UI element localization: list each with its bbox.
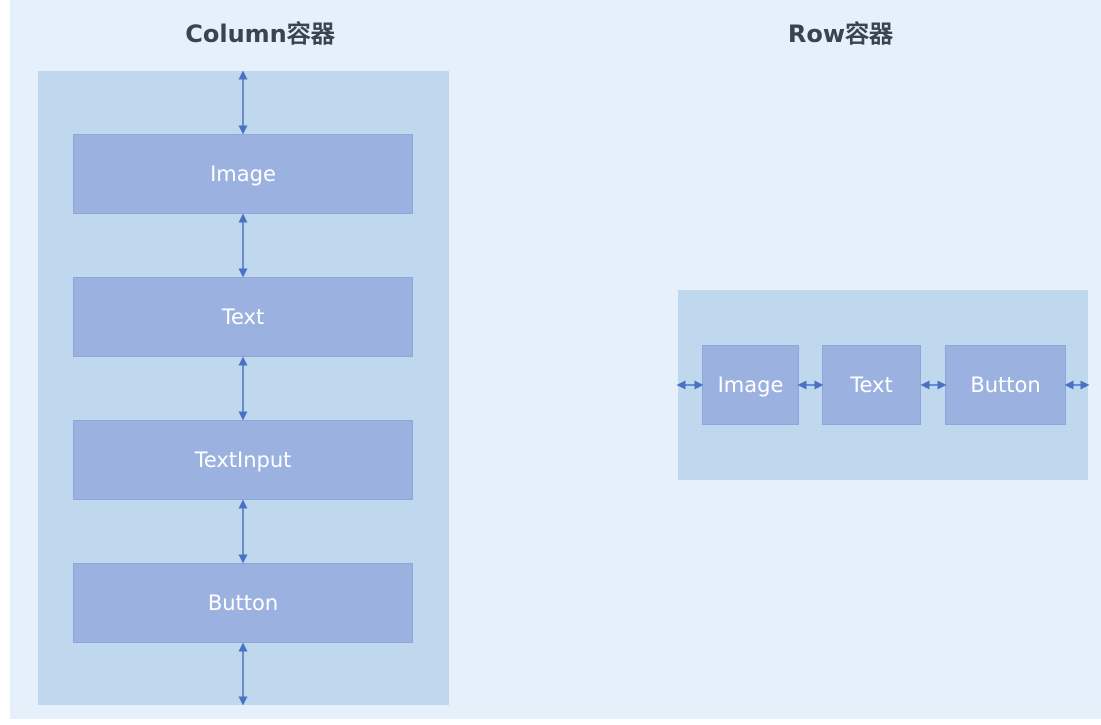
row-container: Image Text Button xyxy=(676,290,1090,480)
column-item-button: Button xyxy=(73,563,413,643)
column-container-title: Column容器 xyxy=(185,20,335,48)
column-spacing-arrows xyxy=(238,70,248,706)
row-item-text: Text xyxy=(822,345,921,425)
column-item-image: Image xyxy=(73,134,413,214)
row-container-title: Row容器 xyxy=(787,20,894,48)
row-item-button: Button xyxy=(945,345,1066,425)
column-container: Image Text TextInput Button xyxy=(38,70,449,706)
column-item-textinput: TextInput xyxy=(73,420,413,500)
row-spacing-arrows xyxy=(676,380,1090,390)
diagram-canvas: Column容器 Row容器 Image Text TextInput Butt… xyxy=(10,0,1101,719)
